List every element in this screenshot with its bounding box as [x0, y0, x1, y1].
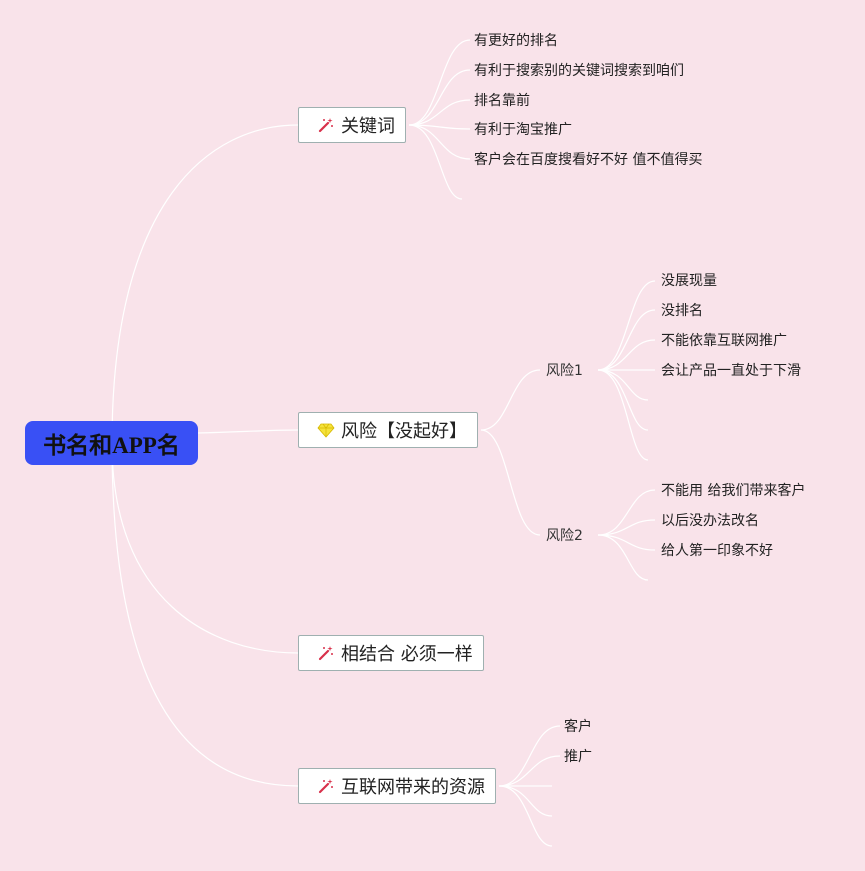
leaf-item[interactable]: 有利于搜索别的关键词搜索到咱们: [474, 63, 684, 79]
topic-keywords[interactable]: 关键词: [298, 107, 406, 143]
leaf-item[interactable]: 有更好的排名: [474, 33, 558, 49]
magic-wand-icon: [318, 118, 333, 133]
topic-internet-resources[interactable]: 互联网带来的资源: [298, 768, 496, 804]
leaf-item[interactable]: 客户会在百度搜看好不好 值不值得买: [474, 152, 703, 168]
topic-label: 互联网带来的资源: [341, 777, 485, 798]
root-topic[interactable]: 书名和APP名: [25, 421, 198, 465]
magic-wand-icon: [318, 779, 333, 794]
topic-label: 关键词: [341, 116, 395, 137]
topic-risk[interactable]: 风险【没起好】: [298, 412, 478, 448]
topic-label: 风险【没起好】: [341, 421, 467, 442]
subtopic-risk-2[interactable]: 风险2: [546, 528, 583, 544]
leaf-item[interactable]: 有利于淘宝推广: [474, 122, 572, 138]
leaf-item[interactable]: 以后没办法改名: [661, 513, 759, 529]
leaf-item[interactable]: 没展现量: [661, 273, 717, 289]
topic-combine[interactable]: 相结合 必须一样: [298, 635, 484, 671]
topic-label: 相结合 必须一样: [341, 644, 473, 665]
leaf-item[interactable]: 排名靠前: [474, 93, 530, 109]
leaf-item[interactable]: 给人第一印象不好: [661, 543, 773, 559]
subtopic-risk-1[interactable]: 风险1: [546, 363, 583, 379]
diamond-icon: [317, 423, 335, 438]
leaf-item[interactable]: 会让产品一直处于下滑: [661, 363, 801, 379]
leaf-item[interactable]: 没排名: [661, 303, 703, 319]
leaf-item[interactable]: 推广: [564, 749, 592, 765]
leaf-item[interactable]: 客户: [564, 719, 592, 735]
leaf-item[interactable]: 不能用 给我们带来客户: [661, 483, 806, 499]
leaf-item[interactable]: 不能依靠互联网推广: [661, 333, 787, 349]
magic-wand-icon: [318, 646, 333, 661]
